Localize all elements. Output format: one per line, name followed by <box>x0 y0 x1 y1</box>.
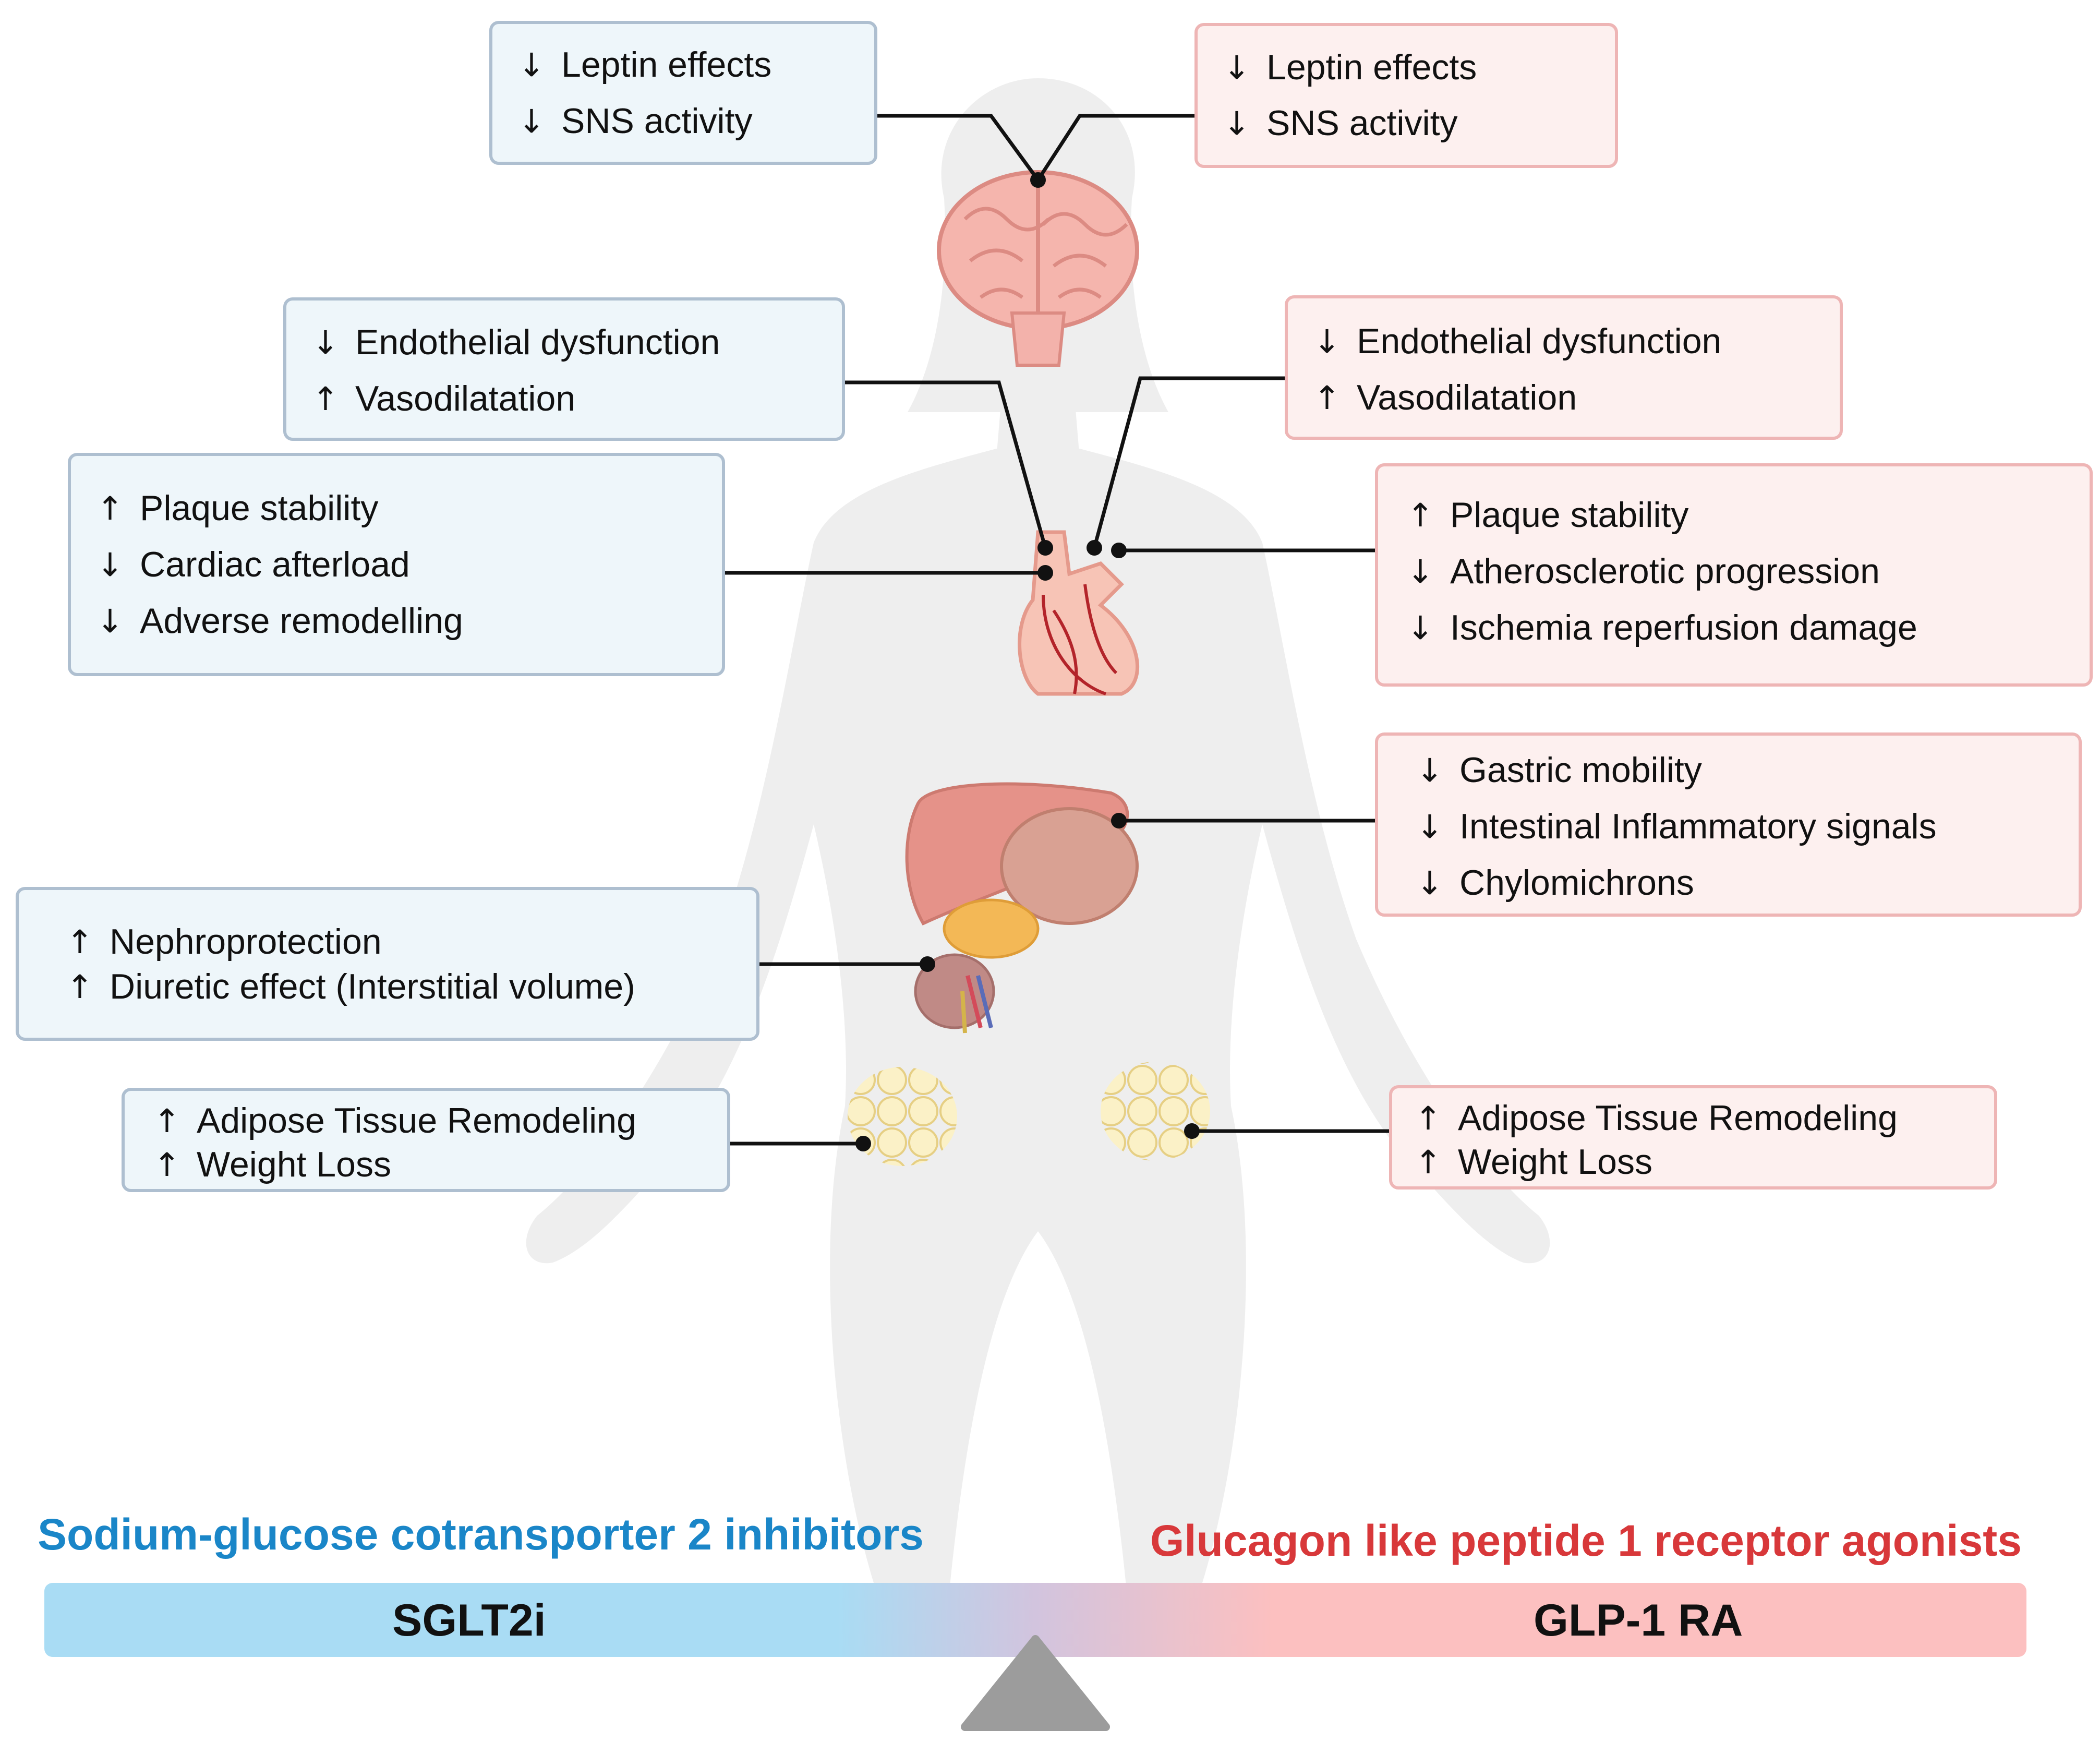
effect-label: Endothelial dysfunction <box>355 322 720 362</box>
effect-row: ↓ Leptin effects <box>492 41 771 88</box>
sglt2-brain-effects-box: ↓ Leptin effects ↓ SNS activity <box>489 21 877 165</box>
effect-row: ↑ Plaque stability <box>1378 491 1688 538</box>
adipose-tissue-left-illustration <box>848 1067 957 1166</box>
decrease-arrow-icon: ↓ <box>1416 863 1443 902</box>
adipose-tissue-right-illustration <box>1101 1062 1210 1161</box>
effect-label: Leptin effects <box>561 45 772 85</box>
increase-arrow-icon: ↑ <box>1313 378 1341 417</box>
abdominal-organs-illustration <box>905 782 1139 1034</box>
effect-row: ↑ Vasodilatation <box>286 375 575 422</box>
decrease-arrow-icon: ↓ <box>518 102 545 140</box>
effect-label: Plaque stability <box>140 488 379 528</box>
effect-row: ↑ Diuretic effect (Interstitial volume) <box>19 963 635 1010</box>
effect-row: ↑ Plaque stability <box>71 485 378 532</box>
effect-label: Chylomichrons <box>1459 863 1694 903</box>
effect-label: Vasodilatation <box>1357 378 1577 417</box>
increase-arrow-icon: ↑ <box>66 967 93 1006</box>
effect-row: ↓ Endothelial dysfunction <box>1288 318 1721 365</box>
increase-arrow-icon: ↑ <box>1407 496 1434 534</box>
effect-row: ↑ Weight Loss <box>1392 1138 1652 1185</box>
effect-row: ↓ Intestinal Inflammatory signals <box>1378 803 1937 850</box>
decrease-arrow-icon: ↓ <box>1407 608 1434 647</box>
balance-bar <box>44 1583 2026 1657</box>
brain-illustration <box>937 170 1139 367</box>
effect-label: Weight Loss <box>197 1145 391 1184</box>
sglt2-cardiac-effects-box: ↑ Plaque stability ↓ Cardiac afterload ↓… <box>68 453 725 676</box>
effect-label: Adipose Tissue Remodeling <box>197 1101 636 1140</box>
effect-row: ↓ Atherosclerotic progression <box>1378 548 1880 595</box>
connector-right-brain <box>1036 114 1194 181</box>
connector-left-vessel <box>845 380 1047 548</box>
effect-row: ↑ Adipose Tissue Remodeling <box>1392 1095 1898 1142</box>
increase-arrow-icon: ↑ <box>66 922 93 961</box>
decrease-arrow-icon: ↓ <box>1223 48 1250 87</box>
effect-label: Cardiac afterload <box>140 545 410 584</box>
effect-label: Gastric mobility <box>1459 750 1702 790</box>
effect-row: ↓ SNS activity <box>1198 100 1458 147</box>
fulcrum-triangle <box>961 1635 1110 1731</box>
effect-row: ↓ Chylomichrons <box>1378 859 1694 906</box>
effect-label: Diuretic effect (Interstitial volume) <box>110 967 635 1006</box>
decrease-arrow-icon: ↓ <box>1416 751 1443 789</box>
effect-row: ↓ Cardiac afterload <box>71 541 410 588</box>
decrease-arrow-icon: ↓ <box>96 602 124 640</box>
effect-label: Ischemia reperfusion damage <box>1450 608 1917 647</box>
decrease-arrow-icon: ↓ <box>1416 807 1443 846</box>
increase-arrow-icon: ↑ <box>96 489 124 527</box>
decrease-arrow-icon: ↓ <box>1313 322 1341 361</box>
glp1-vascular-effects-box: ↓ Endothelial dysfunction ↑ Vasodilatati… <box>1285 295 1843 440</box>
effect-row: ↓ Leptin effects <box>1198 44 1477 91</box>
effect-label: Leptin effects <box>1266 47 1477 87</box>
glp1-brain-effects-box: ↓ Leptin effects ↓ SNS activity <box>1194 23 1618 168</box>
effect-label: Intestinal Inflammatory signals <box>1459 807 1937 846</box>
increase-arrow-icon: ↑ <box>1415 1143 1442 1181</box>
increase-arrow-icon: ↑ <box>153 1145 180 1184</box>
effect-label: Vasodilatation <box>355 379 576 418</box>
connector-left-brain <box>877 114 1040 182</box>
effect-row: ↓ Adverse remodelling <box>71 597 463 644</box>
effect-row: ↑ Vasodilatation <box>1288 374 1577 421</box>
decrease-arrow-icon: ↓ <box>1223 104 1250 142</box>
sglt2-bar-label: SGLT2i <box>392 1595 546 1645</box>
glp1-gastrointestinal-effects-box: ↓ Gastric mobility ↓ Intestinal Inflamma… <box>1375 732 2082 917</box>
effect-row: ↑ Adipose Tissue Remodeling <box>125 1097 636 1144</box>
effect-label: SNS activity <box>561 101 753 141</box>
decrease-arrow-icon: ↓ <box>518 45 545 84</box>
glp1-bar-label: GLP-1 RA <box>1534 1595 1743 1645</box>
effect-row: ↓ Ischemia reperfusion damage <box>1378 604 1917 651</box>
sglt2-heading: Sodium-glucose cotransporter 2 inhibitor… <box>38 1510 924 1559</box>
connector-dots <box>855 172 1200 1151</box>
effect-row: ↓ Endothelial dysfunction <box>286 319 720 366</box>
sglt2-renal-effects-box: ↑ Nephroprotection ↑ Diuretic effect (In… <box>16 887 759 1041</box>
effect-row: ↑ Nephroprotection <box>19 918 382 965</box>
increase-arrow-icon: ↑ <box>153 1101 180 1140</box>
effect-label: Nephroprotection <box>110 922 382 962</box>
effect-row: ↓ SNS activity <box>492 98 753 145</box>
effect-label: Atherosclerotic progression <box>1450 551 1880 591</box>
connector-lines <box>725 114 1392 1146</box>
decrease-arrow-icon: ↓ <box>96 545 124 584</box>
sglt2-vascular-effects-box: ↓ Endothelial dysfunction ↑ Vasodilatati… <box>283 297 845 441</box>
effect-row: ↓ Gastric mobility <box>1378 747 1702 794</box>
effect-label: Adipose Tissue Remodeling <box>1458 1098 1898 1138</box>
effect-label: Plaque stability <box>1450 495 1689 535</box>
effect-label: Endothelial dysfunction <box>1357 321 1722 361</box>
glp1-heading: Glucagon like peptide 1 receptor agonist… <box>1150 1516 2022 1565</box>
glp1-cardiac-effects-box: ↑ Plaque stability ↓ Atherosclerotic pro… <box>1375 463 2093 687</box>
decrease-arrow-icon: ↓ <box>312 323 339 362</box>
decrease-arrow-icon: ↓ <box>1407 552 1434 591</box>
sglt2-adipose-effects-box: ↑ Adipose Tissue Remodeling ↑ Weight Los… <box>122 1088 730 1192</box>
increase-arrow-icon: ↑ <box>1415 1099 1442 1137</box>
effect-label: Adverse remodelling <box>140 601 463 641</box>
increase-arrow-icon: ↑ <box>312 379 339 418</box>
connector-right-vessel <box>1092 376 1289 548</box>
glp1-adipose-effects-box: ↑ Adipose Tissue Remodeling ↑ Weight Los… <box>1389 1085 1997 1190</box>
effect-label: SNS activity <box>1266 103 1458 143</box>
effect-label: Weight Loss <box>1458 1142 1652 1182</box>
effect-row: ↑ Weight Loss <box>125 1141 391 1188</box>
